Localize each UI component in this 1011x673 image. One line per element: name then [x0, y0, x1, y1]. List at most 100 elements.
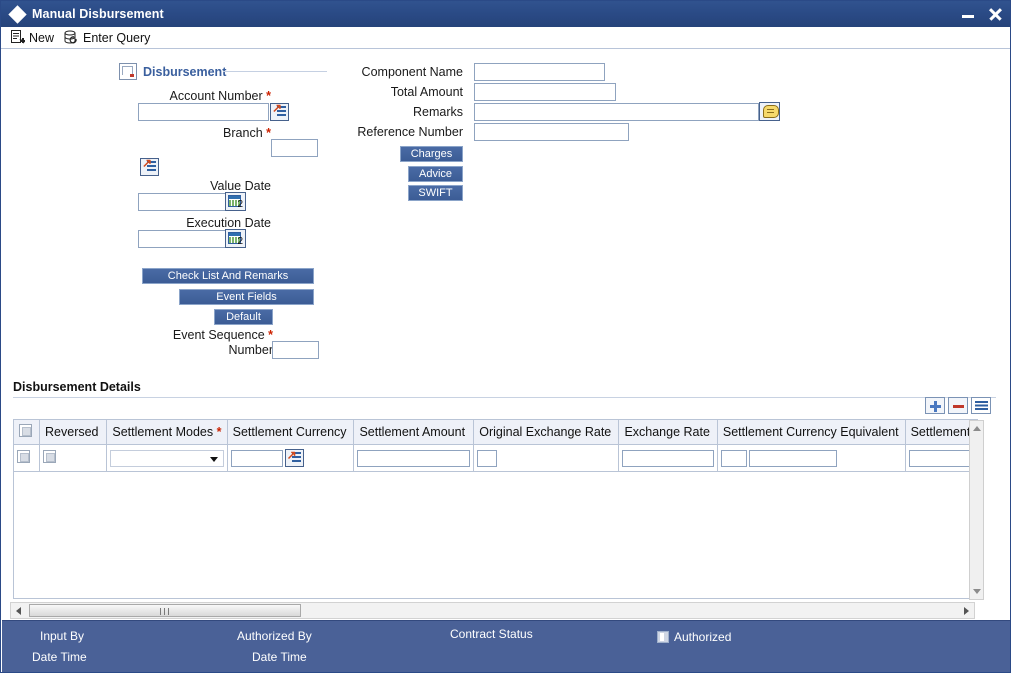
cell-select[interactable]: [12, 444, 41, 472]
row-select-checkbox[interactable]: [17, 450, 30, 463]
cell-settlement-currency-equivalent[interactable]: [716, 444, 906, 472]
window-title: Manual Disbursement: [32, 7, 164, 21]
original-exchange-rate-input[interactable]: [477, 449, 498, 467]
cell-settlement-currency[interactable]: ↗: [226, 444, 355, 472]
col-settlement-modes[interactable]: Settlement Modes *: [106, 419, 228, 445]
required-marker: *: [262, 89, 271, 103]
account-number-lov-icon[interactable]: [270, 102, 289, 121]
execution-date-input[interactable]: [138, 230, 226, 248]
minimize-icon[interactable]: [962, 9, 974, 20]
settlement-amount-input[interactable]: [357, 449, 471, 467]
input-by-label: Input By: [40, 629, 85, 643]
col-reversed[interactable]: Reversed: [39, 419, 108, 445]
scroll-left-icon[interactable]: [16, 607, 21, 615]
database-query-icon: [64, 30, 79, 45]
settlement-currency-lov-icon[interactable]: ↗: [284, 448, 304, 467]
total-amount-label: Total Amount: [390, 85, 463, 99]
value-date-input[interactable]: [138, 193, 226, 211]
grid-vertical-scrollbar[interactable]: [969, 420, 984, 600]
required-marker: *: [213, 425, 222, 439]
list-view-icon[interactable]: [971, 397, 991, 414]
cell-reversed[interactable]: [39, 444, 108, 472]
new-button[interactable]: New: [9, 29, 62, 46]
col-exchange-rate[interactable]: Exchange Rate: [618, 419, 718, 445]
collapse-toggle-icon[interactable]: [119, 63, 137, 80]
settlement-currency-equivalent-input[interactable]: [748, 449, 837, 467]
grid-horizontal-scrollbar[interactable]: [10, 602, 975, 619]
action-toolbar: New Enter Query: [1, 27, 1010, 49]
check-list-and-remarks-button[interactable]: Check List And Remarks: [142, 268, 314, 284]
horizontal-scroll-thumb[interactable]: [29, 604, 301, 617]
reference-number-input[interactable]: [474, 123, 629, 141]
advice-button[interactable]: Advice: [408, 166, 463, 182]
enter-query-button[interactable]: Enter Query: [62, 29, 158, 46]
grid-table: Reversed Settlement Modes * Settlement C…: [12, 419, 979, 472]
cell-settlement-amount[interactable]: [353, 444, 475, 472]
col-settlement[interactable]: Settlement: [904, 419, 979, 445]
authorized-by-label: Authorized By: [237, 629, 312, 643]
settlement-currency-input[interactable]: [230, 449, 283, 467]
branch-label: Branch *: [223, 126, 271, 140]
required-marker: *: [264, 328, 273, 342]
cell-settlement[interactable]: [904, 444, 979, 472]
status-footer: Input By Date Time Authorized By Date Ti…: [2, 620, 1010, 672]
event-fields-button[interactable]: Event Fields: [179, 289, 314, 305]
event-sequence-number-label-line2: Number: [228, 343, 273, 357]
title-bar: Manual Disbursement: [1, 1, 1010, 27]
component-name-input[interactable]: [474, 63, 605, 81]
add-row-icon[interactable]: [925, 397, 945, 414]
scroll-right-icon[interactable]: [964, 607, 969, 615]
component-name-label: Component Name: [361, 65, 463, 79]
new-document-icon: [11, 30, 25, 45]
grid-toolbar: [925, 397, 991, 414]
disbursement-section-header: Disbursement: [119, 63, 329, 80]
new-button-label: New: [29, 30, 55, 45]
select-all-checkbox[interactable]: [19, 424, 32, 437]
section-divider: [223, 71, 327, 72]
cell-settlement-modes[interactable]: [106, 444, 228, 472]
authorized-checkbox[interactable]: [657, 631, 669, 643]
settlement-modes-select[interactable]: [110, 449, 224, 467]
swift-button[interactable]: SWIFT: [408, 185, 463, 201]
scroll-up-icon[interactable]: [973, 426, 981, 431]
col-select-all[interactable]: [12, 419, 41, 445]
event-sequence-label-line1: Event Sequence: [172, 328, 265, 342]
col-settlement-currency-equivalent[interactable]: Settlement Currency Equivalent: [716, 419, 906, 445]
delete-row-icon[interactable]: [948, 397, 968, 414]
event-sequence-number-label: Event Sequence *: [121, 328, 273, 342]
col-settlement-currency[interactable]: Settlement Currency: [226, 419, 355, 445]
required-marker: *: [262, 126, 271, 140]
branch-input[interactable]: [271, 139, 318, 157]
value-date-label: Value Date: [210, 179, 271, 193]
disbursement-details-grid: Reversed Settlement Modes * Settlement C…: [12, 419, 979, 599]
remarks-input[interactable]: [474, 103, 759, 121]
event-sequence-number-input[interactable]: [272, 341, 319, 359]
account-number-input[interactable]: [138, 103, 269, 121]
default-button[interactable]: Default: [214, 309, 273, 325]
input-date-time-label: Date Time: [32, 650, 87, 664]
grid-header-row: Reversed Settlement Modes * Settlement C…: [12, 419, 979, 445]
window-controls: [962, 7, 1008, 21]
cell-exchange-rate[interactable]: [618, 444, 718, 472]
branch-lov-icon[interactable]: [140, 157, 159, 176]
section-title: Disbursement: [143, 64, 227, 79]
charges-button[interactable]: Charges: [400, 146, 463, 162]
table-row[interactable]: ↗: [12, 444, 979, 472]
remarks-note-icon[interactable]: [759, 102, 780, 121]
total-amount-input[interactable]: [474, 83, 616, 101]
reversed-checkbox[interactable]: [43, 450, 57, 463]
grid-divider: [13, 397, 996, 398]
account-number-label: Account Number *: [169, 89, 271, 103]
col-settlement-amount[interactable]: Settlement Amount: [353, 419, 475, 445]
remarks-label: Remarks: [412, 105, 463, 119]
cell-original-exchange-rate[interactable]: [473, 444, 620, 472]
scroll-down-icon[interactable]: [973, 589, 981, 594]
settlement-currency-equivalent-code[interactable]: [720, 449, 747, 467]
col-original-exchange-rate[interactable]: Original Exchange Rate: [473, 419, 620, 445]
execution-date-calendar-icon[interactable]: 2: [225, 229, 246, 248]
settlement-input[interactable]: [908, 449, 974, 467]
close-icon[interactable]: [988, 7, 1002, 21]
exchange-rate-input[interactable]: [622, 449, 714, 467]
value-date-calendar-icon[interactable]: 2: [225, 192, 246, 211]
